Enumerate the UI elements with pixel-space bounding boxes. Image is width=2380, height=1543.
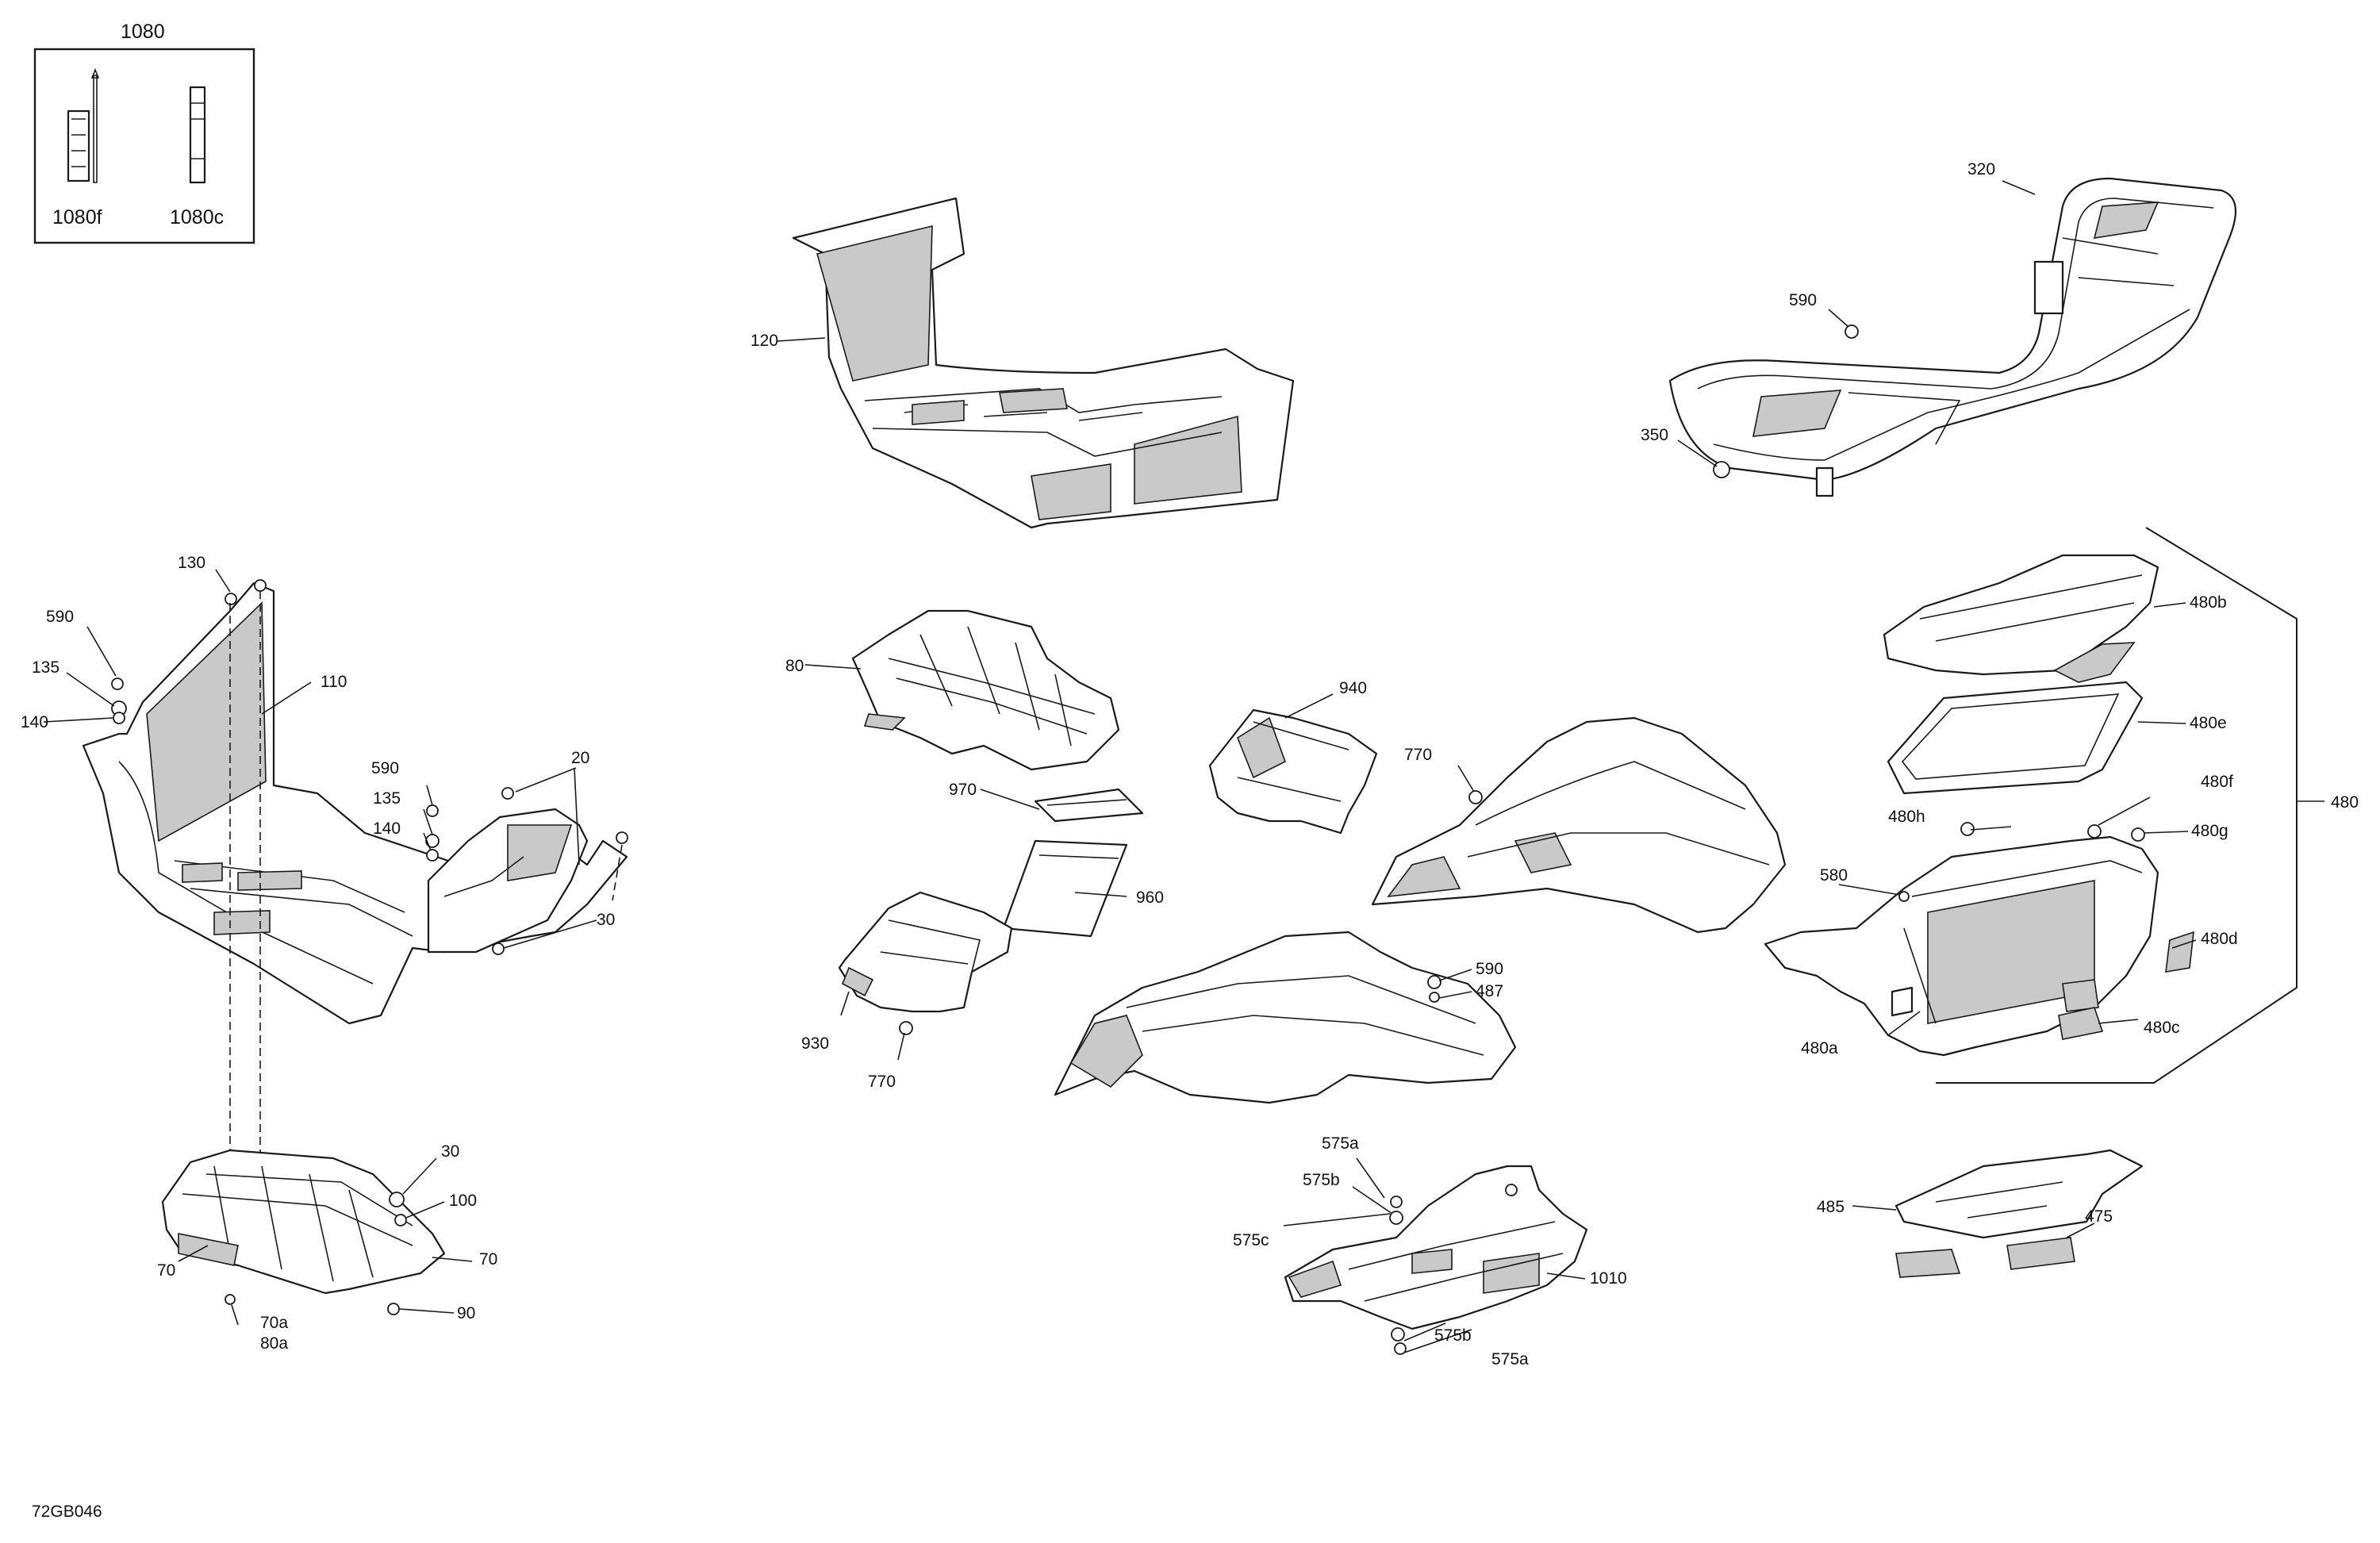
kit-title: 1080 xyxy=(121,21,165,43)
label-590: 590 xyxy=(46,608,74,626)
label-20: 20 xyxy=(571,749,589,767)
label-485: 485 xyxy=(1817,1198,1844,1216)
label-590: 590 xyxy=(371,759,399,777)
bolt-770-left xyxy=(899,1021,913,1035)
label-70: 70 xyxy=(479,1250,497,1269)
label-480d: 480d xyxy=(2201,930,2238,948)
part-475-pad xyxy=(1895,1237,2075,1278)
label-100: 100 xyxy=(449,1192,477,1210)
label-475: 475 xyxy=(2085,1207,2113,1226)
bolt-350-rack xyxy=(1713,461,1730,478)
part-480d-insert xyxy=(2165,931,2194,973)
label-575b: 575b xyxy=(1303,1171,1340,1189)
drawing-code: 72GB046 xyxy=(32,1503,102,1521)
label-590: 590 xyxy=(1789,291,1817,309)
part-930-side-guard xyxy=(838,891,1013,1013)
kit-item-1080f: 1080f xyxy=(52,206,102,228)
part-480e-seal xyxy=(1887,681,2144,795)
part-480-storage-box xyxy=(1764,835,2159,1057)
label-480a: 480a xyxy=(1801,1039,1838,1057)
part-120-footwell-assembly xyxy=(792,197,1295,529)
bolts-front-fender xyxy=(1427,790,1483,1003)
label-580: 580 xyxy=(1820,866,1848,885)
part-70-lower-panel xyxy=(161,1149,446,1295)
label-480: 480 xyxy=(2331,793,2359,812)
label-120: 120 xyxy=(750,332,778,350)
label-30: 30 xyxy=(597,911,615,929)
label-1010: 1010 xyxy=(1590,1269,1627,1288)
label-135: 135 xyxy=(32,658,60,677)
label-480b: 480b xyxy=(2190,593,2227,612)
part-480c-insert xyxy=(2058,1007,2104,1040)
label-480e: 480e xyxy=(2190,714,2227,732)
bolts-rear-panel xyxy=(1389,1184,1518,1355)
label-320: 320 xyxy=(1967,160,1995,178)
label-140: 140 xyxy=(21,713,48,731)
label-90: 90 xyxy=(457,1304,475,1322)
bolts-footrest xyxy=(111,579,628,955)
part-940-bracket xyxy=(1208,708,1378,835)
part-1010-rear-panel xyxy=(1284,1165,1588,1330)
label-970: 970 xyxy=(949,781,977,799)
label-575a: 575a xyxy=(1491,1350,1529,1368)
part-20-side-panel xyxy=(427,808,589,954)
kit-item-1080c: 1080c xyxy=(170,206,224,228)
label-70a: 70a xyxy=(260,1314,288,1332)
label-960: 960 xyxy=(1136,889,1164,907)
label-80a: 80a xyxy=(260,1334,288,1353)
part-485-skid-plate xyxy=(1894,1149,2144,1239)
bolt-590-rack xyxy=(1844,324,1859,339)
label-350: 350 xyxy=(1641,426,1668,444)
part-970-strip xyxy=(1034,788,1144,823)
label-70: 70 xyxy=(157,1261,175,1280)
label-140: 140 xyxy=(373,819,401,838)
part-main-body-upper xyxy=(1371,716,1787,934)
label-480h: 480h xyxy=(1888,808,1925,826)
label-770: 770 xyxy=(868,1073,896,1091)
part-320-rear-rack xyxy=(1668,177,2237,497)
label-590: 590 xyxy=(1476,960,1503,978)
part-110-footrest xyxy=(82,582,628,1025)
drill-bit-icon xyxy=(67,67,100,183)
label-80: 80 xyxy=(785,657,804,675)
kit-1080-box: 1080 1080f 1080c xyxy=(33,21,255,244)
bolts-lower-panel xyxy=(225,1192,407,1315)
label-575a: 575a xyxy=(1322,1134,1359,1153)
part-480b-lid xyxy=(1883,554,2159,683)
label-480f: 480f xyxy=(2201,773,2233,791)
part-front-fender xyxy=(1054,931,1517,1104)
label-940: 940 xyxy=(1339,679,1367,697)
label-30: 30 xyxy=(441,1142,459,1161)
bolts-storage xyxy=(1898,822,2145,902)
label-110: 110 xyxy=(321,673,347,691)
label-575c: 575c xyxy=(1233,1231,1269,1249)
label-575b: 575b xyxy=(1434,1326,1472,1345)
sleeve-icon xyxy=(189,86,206,184)
part-80-floor-support xyxy=(851,609,1120,771)
callout-labels: 320 590 350 120 130 590 135 140 110 590 … xyxy=(21,160,2359,1368)
label-770: 770 xyxy=(1404,746,1432,764)
label-135: 135 xyxy=(373,789,401,808)
label-480g: 480g xyxy=(2191,822,2228,840)
label-130: 130 xyxy=(178,554,205,572)
label-487: 487 xyxy=(1476,982,1503,1000)
part-960-plate xyxy=(1002,839,1128,938)
label-480c: 480c xyxy=(2144,1019,2180,1037)
label-930: 930 xyxy=(801,1034,829,1053)
